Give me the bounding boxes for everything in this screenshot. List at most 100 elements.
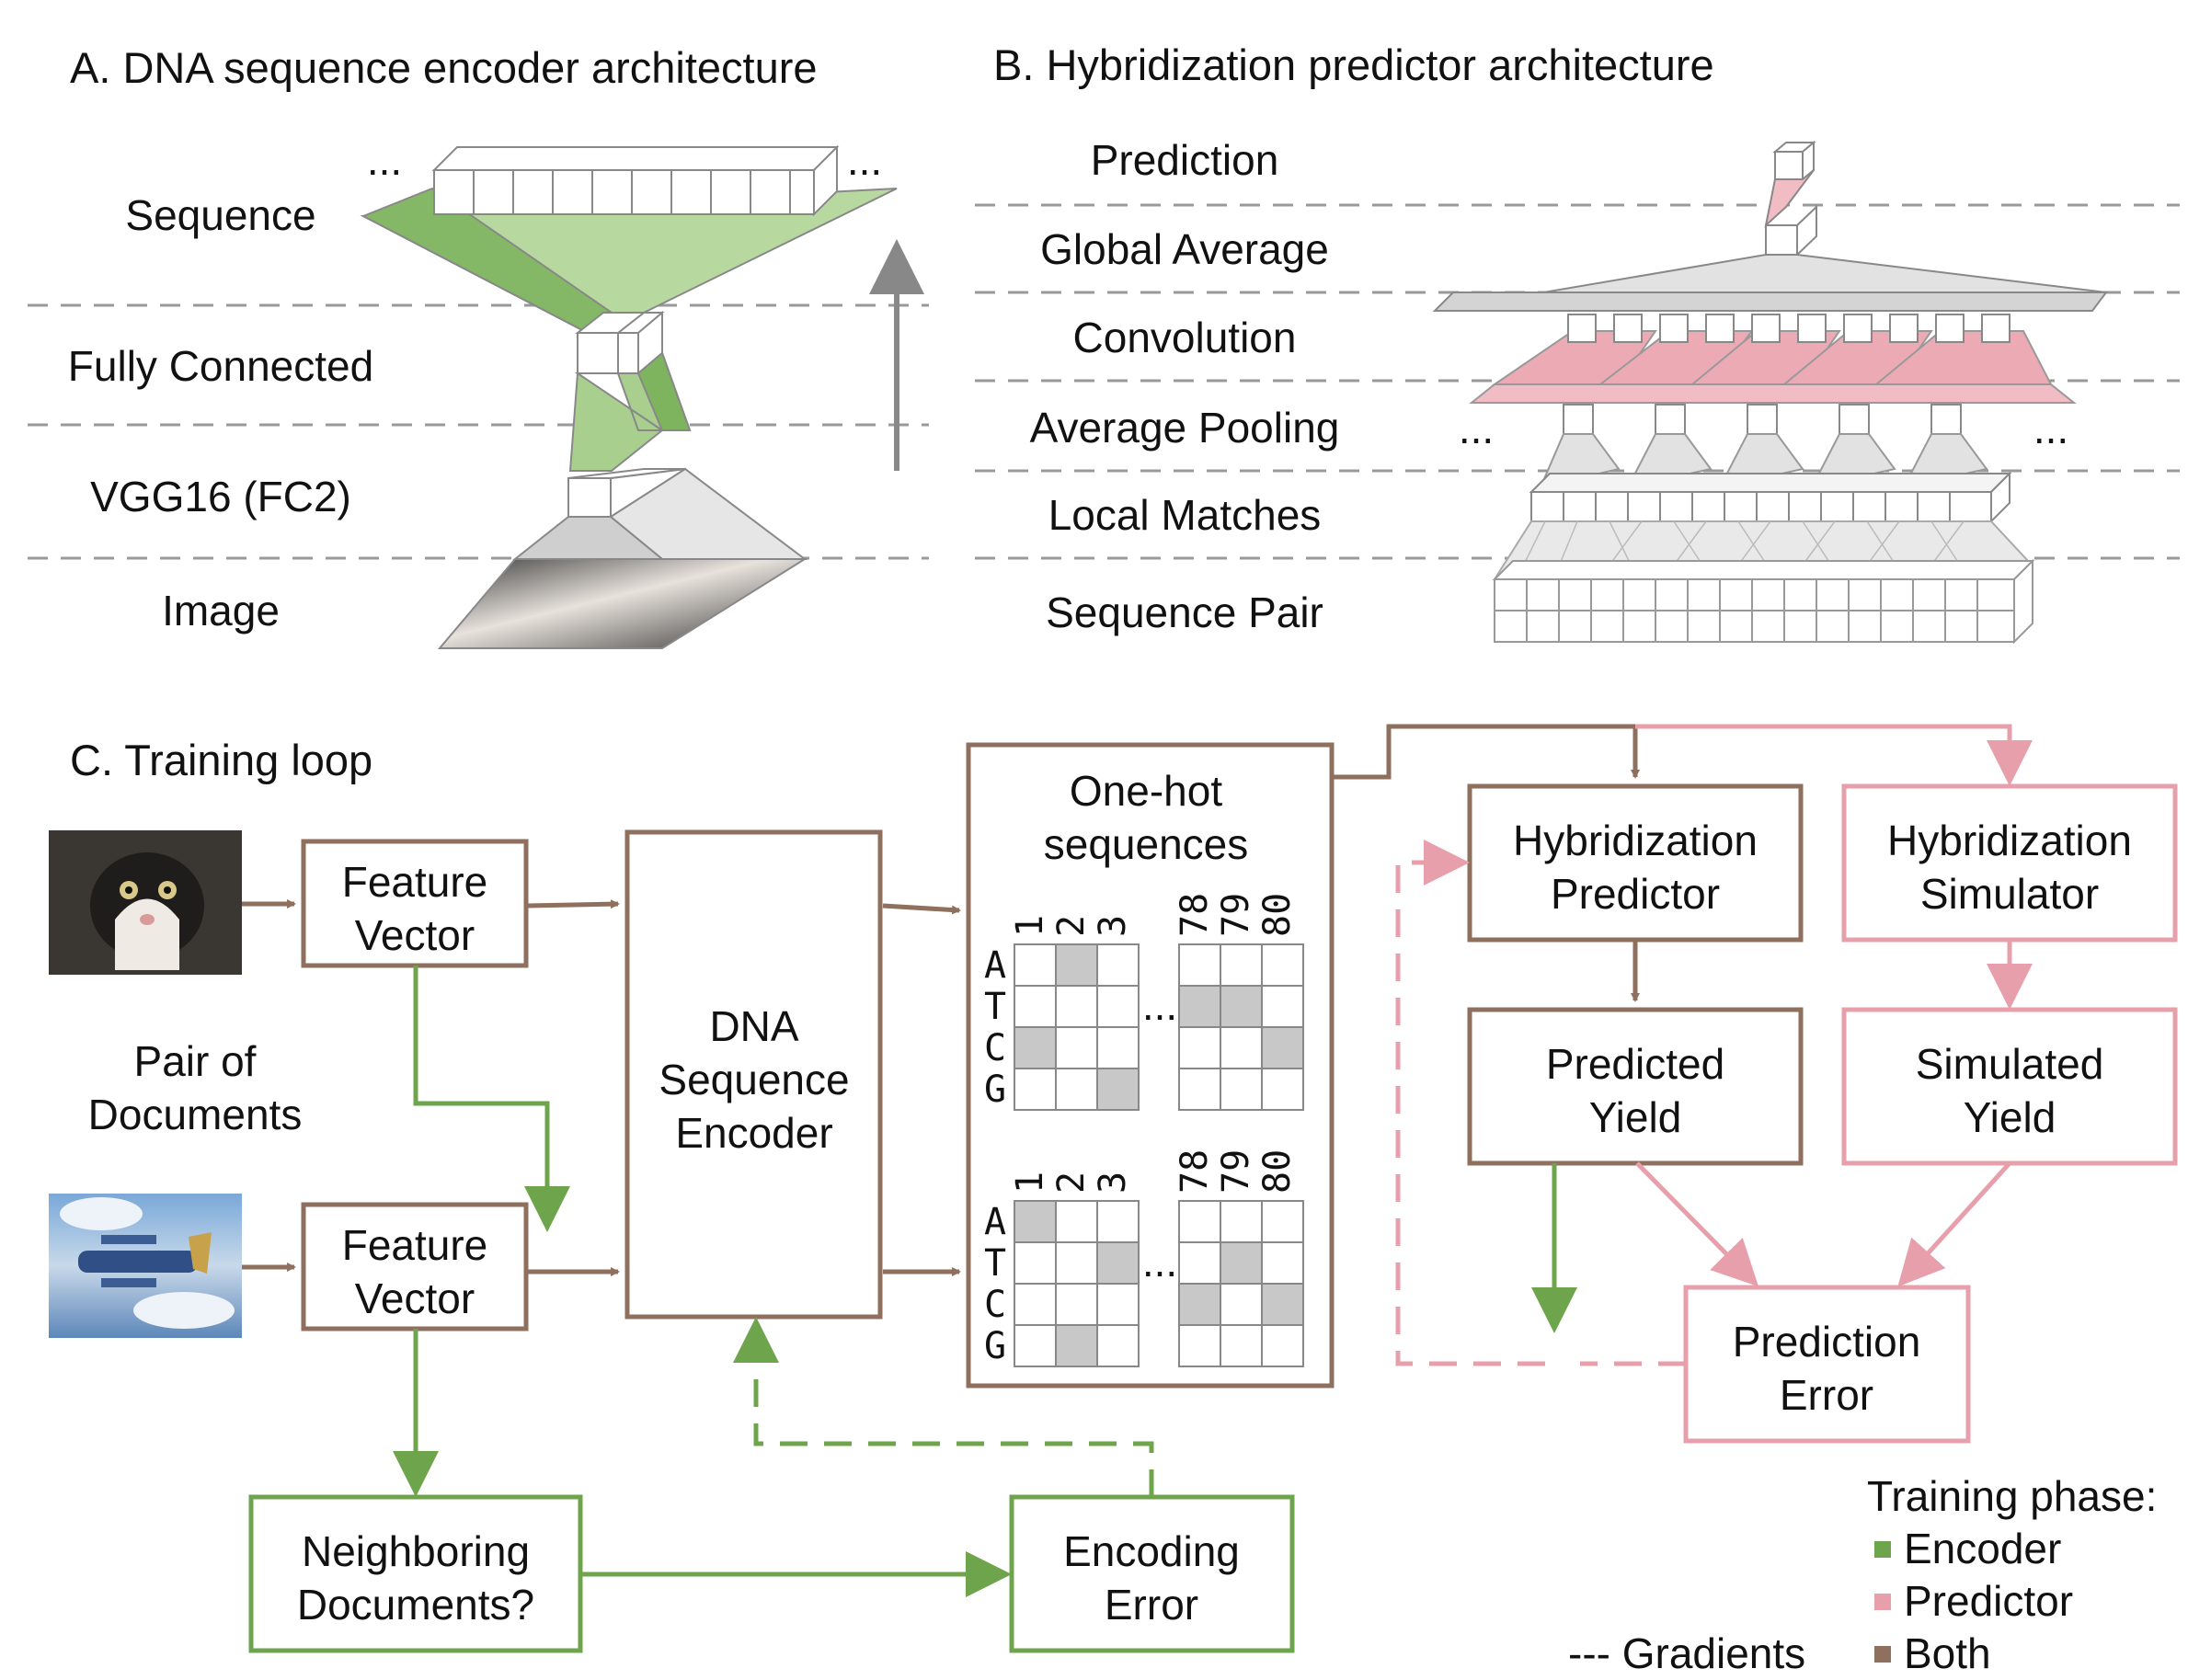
panel-c: C. Training loop Pair of Documents Featu… — [49, 724, 2178, 1677]
cat-thumbnail — [49, 830, 242, 975]
one-hot-cell — [1014, 1200, 1057, 1243]
layer-label-image: Image — [162, 587, 280, 634]
position-label: 80 — [1256, 1149, 1299, 1194]
svg-text:Predicted: Predicted — [1546, 1040, 1724, 1088]
one-hot-cell — [1055, 1241, 1098, 1285]
hybridization-simulator-box: Hybridization Simulator — [1841, 783, 2178, 943]
position-label: 80 — [1256, 893, 1299, 937]
one-hot-cell — [1014, 1241, 1057, 1285]
one-hot-cell — [1220, 1026, 1263, 1069]
dna-sequence-encoder-box: DNA Sequence Encoder — [624, 829, 883, 1320]
svg-text:Neighboring: Neighboring — [302, 1527, 530, 1575]
one-hot-cell — [1014, 985, 1057, 1028]
one-hot-cell — [1096, 985, 1140, 1028]
one-hot-cell — [1096, 1241, 1140, 1285]
svg-text:Hybridization: Hybridization — [1887, 817, 2132, 864]
layer-label-convolution: Convolution — [1073, 314, 1297, 361]
one-hot-cell — [1055, 1283, 1098, 1326]
grid-ellipsis: ... — [1142, 981, 1177, 1029]
one-hot-cell — [1014, 943, 1057, 987]
feature-vector-box-bottom: Feature Vector — [301, 1202, 529, 1331]
pair-of-documents-line2: Documents — [88, 1091, 303, 1138]
one-hot-cell — [1220, 1200, 1263, 1243]
svg-text:Documents?: Documents? — [297, 1581, 534, 1629]
svg-text:Feature: Feature — [342, 858, 488, 906]
panel-a-title: A. DNA sequence encoder architecture — [70, 43, 818, 92]
svg-text:Predictor: Predictor — [1551, 870, 1720, 918]
panel-c-title: C. Training loop — [70, 736, 372, 784]
one-hot-cell — [1220, 943, 1263, 987]
legend-swatch-both — [1874, 1646, 1891, 1663]
image-pyramid — [437, 467, 808, 649]
neighboring-documents-box: Neighboring Documents? — [248, 1494, 583, 1653]
sequence-ellipsis-left: ... — [367, 136, 402, 184]
panel-a-dividers — [28, 303, 929, 560]
position-label: 78 — [1174, 1149, 1216, 1194]
one-hot-cell — [1014, 1324, 1057, 1367]
panel-a: A. DNA sequence encoder architecture Seq… — [28, 43, 929, 649]
one-hot-cell — [1261, 1026, 1304, 1069]
one-hot-cell — [1220, 985, 1263, 1028]
predictor-ellipsis-right: ... — [2033, 405, 2068, 452]
position-label: 1 — [1009, 1171, 1051, 1194]
position-label: 78 — [1174, 893, 1216, 937]
svg-text:Error: Error — [1780, 1371, 1873, 1419]
one-hot-cell — [1261, 943, 1304, 987]
one-hot-cell — [1096, 1068, 1140, 1111]
sequence-pair-grid — [1492, 558, 2035, 645]
one-hot-cell — [1178, 1324, 1221, 1367]
one-hot-cell — [1261, 1068, 1304, 1111]
panel-b-title: B. Hybridization predictor architecture — [993, 40, 1714, 89]
one-hot-cell — [1178, 1068, 1221, 1111]
one-hot-cell — [1220, 1068, 1263, 1111]
one-hot-cell — [1096, 1026, 1140, 1069]
position-label: 2 — [1050, 915, 1093, 937]
one-hot-cell — [1055, 1324, 1098, 1367]
svg-text:Vector: Vector — [355, 911, 475, 959]
one-hot-cell — [1096, 943, 1140, 987]
svg-text:Encoder: Encoder — [675, 1109, 832, 1157]
predicted-yield-box: Predicted Yield — [1467, 1007, 1804, 1166]
panel-b: B. Hybridization predictor architecture … — [975, 40, 2180, 645]
svg-text:Simulator: Simulator — [1920, 870, 2099, 918]
svg-text:Encoding: Encoding — [1063, 1527, 1240, 1575]
position-label: 3 — [1092, 915, 1134, 937]
hybridization-predictor-box: Hybridization Predictor — [1467, 783, 1804, 943]
one-hot-cell — [1220, 1241, 1263, 1285]
layer-label-fully-connected: Fully Connected — [68, 342, 373, 390]
one-hot-cell — [1014, 1068, 1057, 1111]
feature-vector-box-top: Feature Vector — [301, 839, 529, 968]
one-hot-cell — [1055, 1068, 1098, 1111]
one-hot-cell — [1055, 985, 1098, 1028]
one-hot-cell — [1261, 1283, 1304, 1326]
one-hot-cell — [1178, 1026, 1221, 1069]
legend-swatch-predictor — [1874, 1594, 1891, 1610]
svg-text:Vector: Vector — [355, 1274, 475, 1322]
one-hot-cell — [1096, 1324, 1140, 1367]
svg-text:Error: Error — [1105, 1581, 1198, 1629]
one-hot-cell — [1055, 1026, 1098, 1069]
prediction-tower — [1764, 140, 1817, 257]
base-label: A — [984, 1201, 1006, 1243]
svg-text:Feature: Feature — [342, 1221, 488, 1269]
svg-text:Simulated: Simulated — [1916, 1040, 2104, 1088]
position-label: 1 — [1009, 915, 1051, 937]
one-hot-cell — [1014, 1026, 1057, 1069]
layer-label-sequence-pair: Sequence Pair — [1046, 589, 1323, 636]
one-hot-cell — [1178, 943, 1221, 987]
legend: Training phase: Encoder Predictor Both -… — [1568, 1472, 2157, 1677]
sequence-block-row — [431, 144, 840, 217]
base-label: T — [984, 1242, 1006, 1285]
convolution-layer — [1469, 330, 2077, 404]
layer-label-sequence: Sequence — [125, 191, 315, 239]
global-average-spread — [1432, 254, 2108, 312]
base-label: G — [984, 1325, 1006, 1367]
average-pooling-row — [1563, 404, 1962, 435]
base-label: A — [984, 944, 1006, 987]
green-arrows — [393, 966, 1577, 1597]
svg-text:One-hot: One-hot — [1070, 767, 1222, 815]
fc-block — [575, 310, 665, 376]
